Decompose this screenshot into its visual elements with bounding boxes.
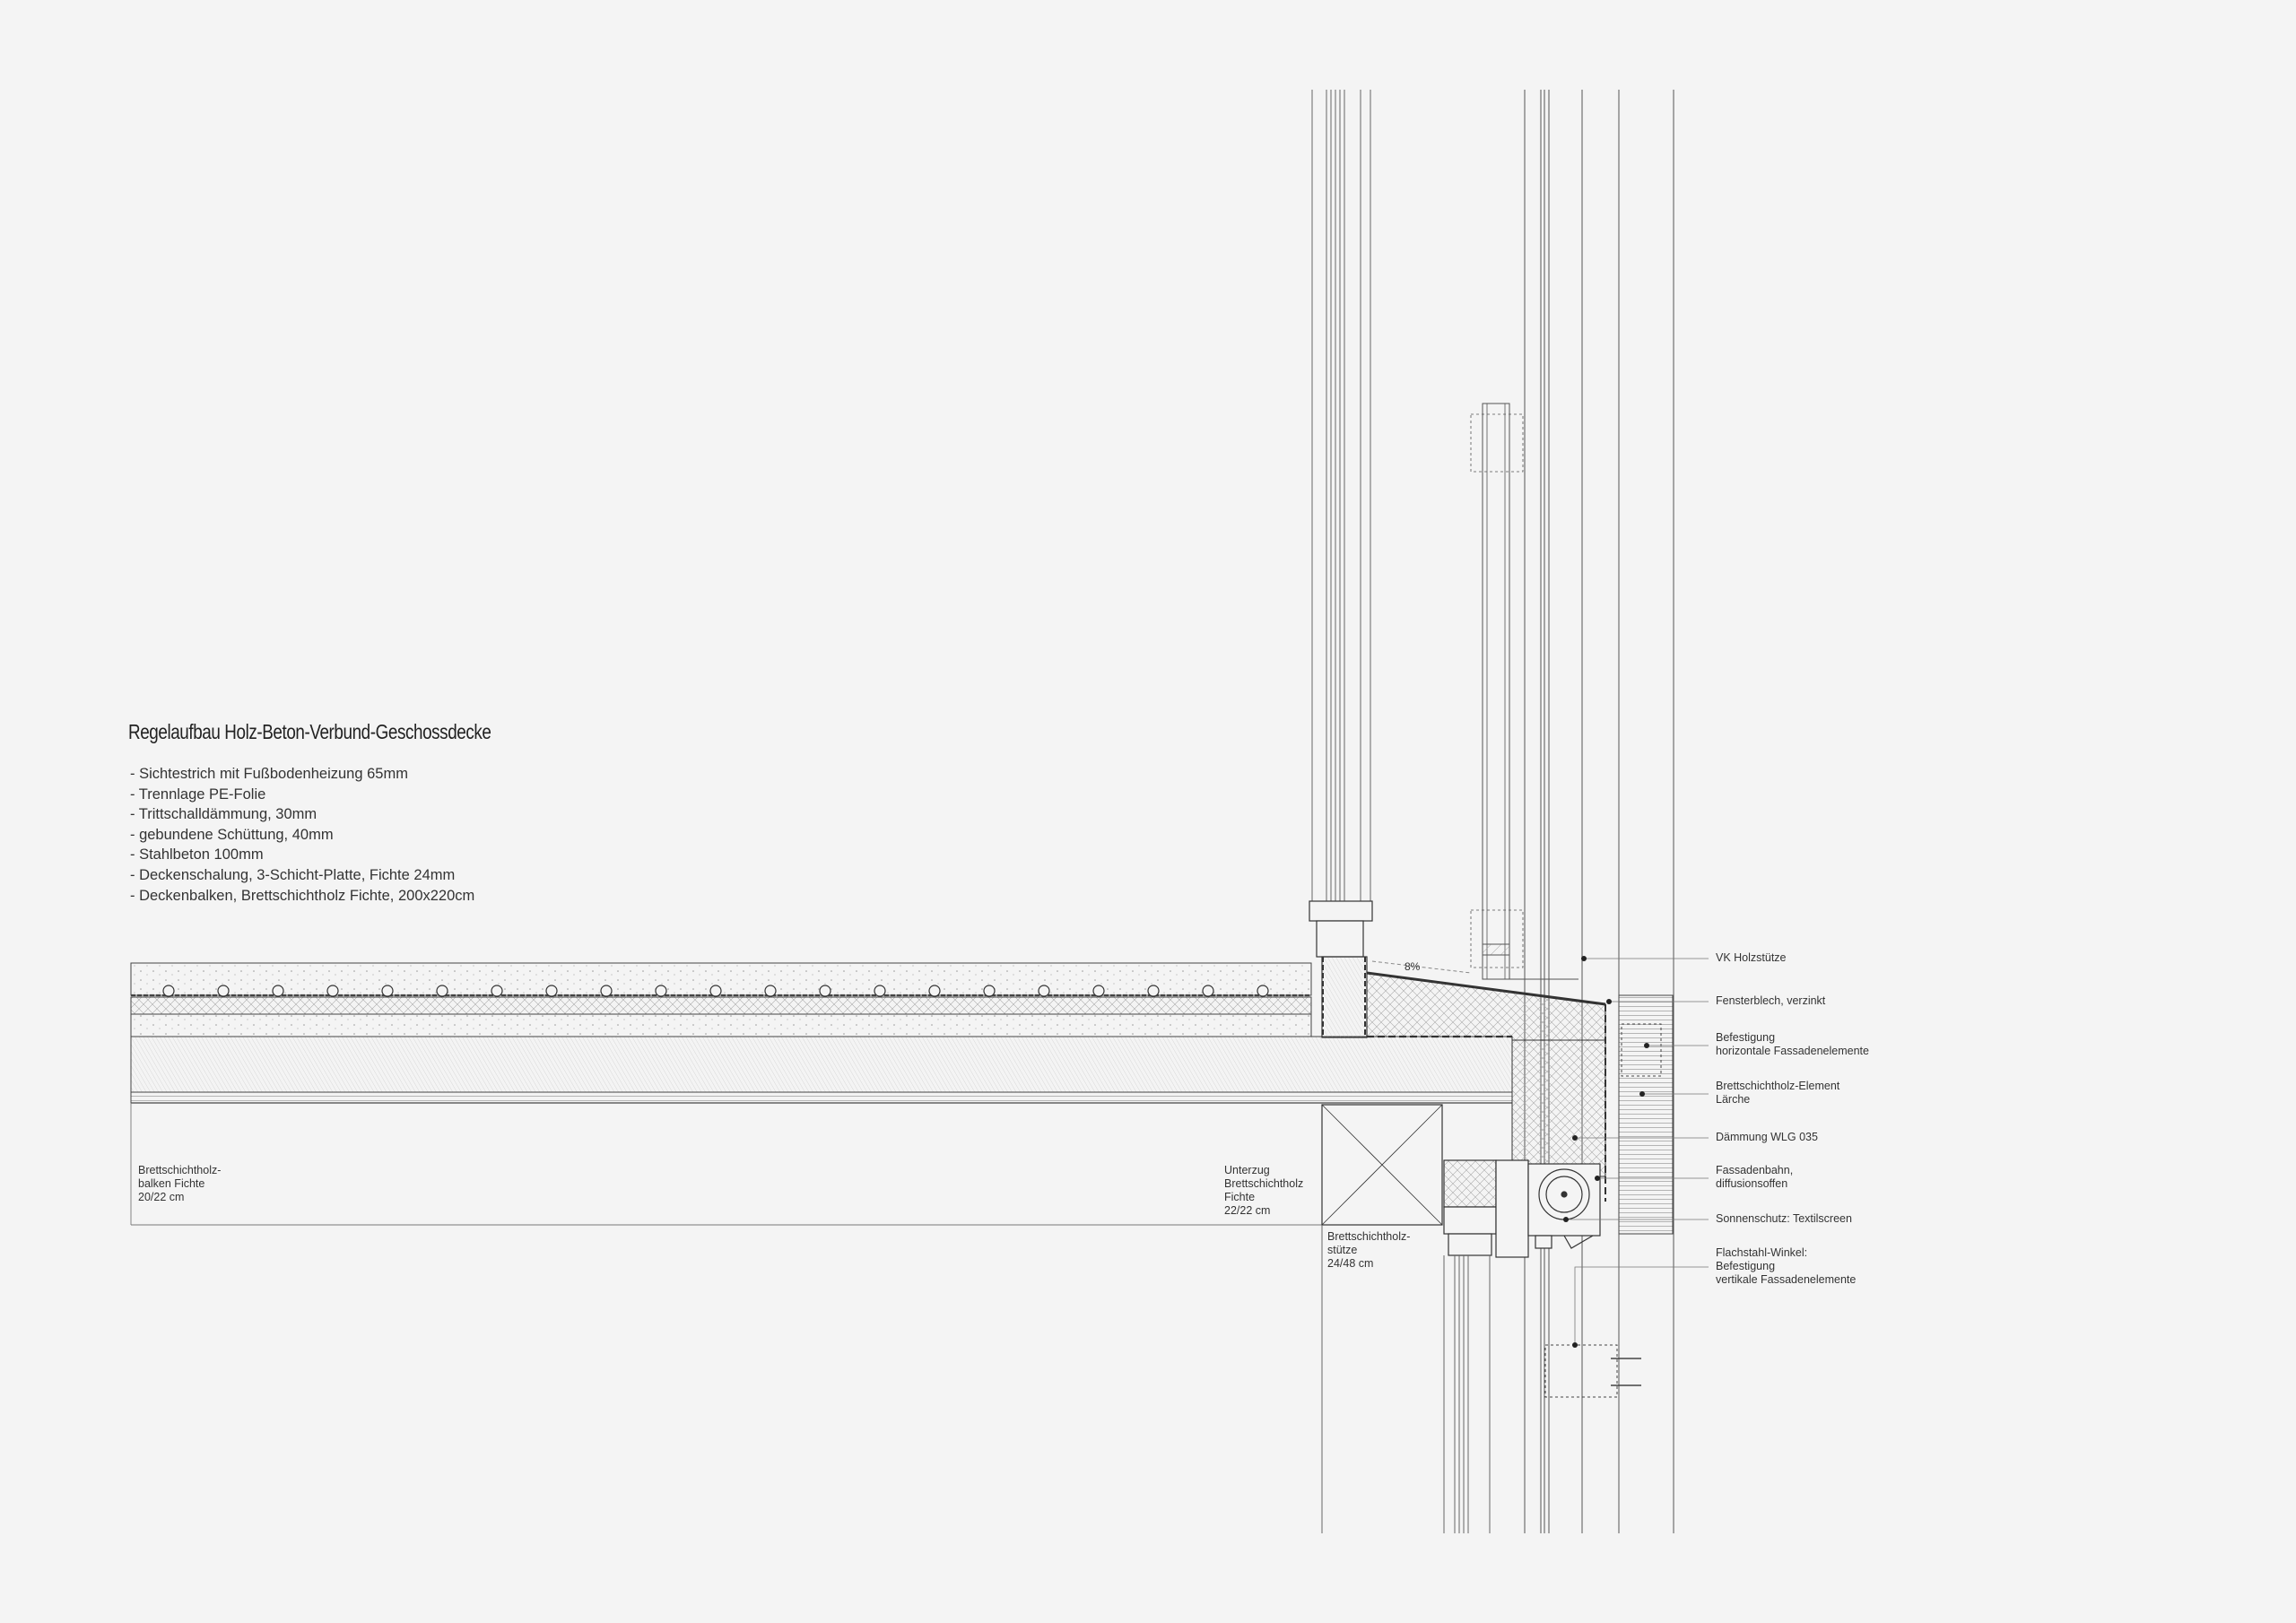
- beam-label-line: Brettschichtholz-: [138, 1164, 222, 1176]
- girder: [1321, 1104, 1443, 1226]
- callout-window-sill: Fensterblech, verzinkt: [1716, 994, 1825, 1008]
- callout-line: Sonnenschutz: Textilscreen: [1716, 1212, 1852, 1225]
- floor-beam: [130, 1103, 1322, 1226]
- upper-window-frame: [1311, 90, 1371, 901]
- layer-item: - Trittschalldämmung, 30mm: [130, 806, 317, 823]
- callout-facade-membrane: Fassadenbahn, diffusionsoffen: [1716, 1164, 1793, 1191]
- window-sill: [1309, 900, 1373, 1038]
- facade-lines: [1524, 90, 1674, 1533]
- layer-item: - Deckenschalung, 3-Schicht-Platte, Fich…: [130, 866, 456, 883]
- parapet: [1366, 960, 1606, 1202]
- callout-steel-angle: Flachstahl-Winkel: Befestigung vertikale…: [1716, 1246, 1856, 1287]
- beam-label-line: 20/22 cm: [138, 1191, 185, 1203]
- column-label-line: stütze: [1327, 1244, 1358, 1256]
- callout-glulam-element: Brettschichtholz-Element Lärche: [1716, 1080, 1839, 1107]
- callout-leaders: [1563, 956, 1709, 1348]
- layer-list: - Sichtestrich mit Fußbodenheizung 65mm …: [130, 764, 474, 906]
- layer-item: - Deckenbalken, Brettschichtholz Fichte,…: [130, 887, 475, 904]
- window-head: [1443, 1159, 1529, 1258]
- callout-line: VK Holzstütze: [1716, 951, 1787, 964]
- lower-column: [1321, 1225, 1491, 1533]
- callout-line: Flachstahl-Winkel:: [1716, 1246, 1808, 1259]
- column-label: Brettschichtholz- stütze 24/48 cm: [1327, 1230, 1410, 1271]
- upper-column: [1470, 403, 1578, 980]
- heating-pipes: [162, 985, 1269, 997]
- slope-label: 8%: [1405, 960, 1421, 973]
- beam-label: Brettschichtholz- balken Fichte 20/22 cm: [138, 1164, 221, 1204]
- callout-horizontal-fixing: Befestigung horizontale Fassadenelemente: [1716, 1031, 1869, 1058]
- girder-label-line: Brettschichtholz: [1224, 1177, 1304, 1190]
- column-label-line: Brettschichtholz-: [1327, 1230, 1411, 1243]
- callout-line: Befestigung: [1716, 1260, 1776, 1272]
- layer-item: - Sichtestrich mit Fußbodenheizung 65mm: [130, 766, 408, 782]
- facade-cladding: [1544, 994, 1674, 1398]
- callout-line: Dämmung WLG 035: [1716, 1131, 1818, 1143]
- callout-line: Befestigung: [1716, 1031, 1776, 1044]
- girder-label: Unterzug Brettschichtholz Fichte 22/22 c…: [1224, 1164, 1303, 1218]
- layer-item: - Stahlbeton 100mm: [130, 846, 264, 864]
- callout-line: Brettschichtholz-Element: [1716, 1080, 1840, 1092]
- layer-item: - gebundene Schüttung, 40mm: [130, 826, 334, 843]
- callout-vk-column: VK Holzstütze: [1716, 951, 1787, 965]
- callout-line: Fensterblech, verzinkt: [1716, 994, 1826, 1007]
- sunscreen-box: [1527, 1163, 1601, 1249]
- callout-line: Lärche: [1716, 1093, 1751, 1106]
- callout-line: vertikale Fassadenelemente: [1716, 1273, 1857, 1286]
- layer-item: - Trennlage PE-Folie: [130, 785, 266, 803]
- spec-title: Regelaufbau Holz-Beton-Verbund-Geschossd…: [128, 720, 491, 743]
- callout-line: diffusionsoffen: [1716, 1177, 1788, 1190]
- girder-label-line: 22/22 cm: [1224, 1204, 1271, 1217]
- callout-line: horizontale Fassadenelemente: [1716, 1045, 1869, 1057]
- girder-label-line: Unterzug: [1224, 1164, 1270, 1176]
- floor-slab: [130, 962, 1513, 1104]
- callout-line: Fassadenbahn,: [1716, 1164, 1794, 1176]
- callout-sunscreen: Sonnenschutz: Textilscreen: [1716, 1212, 1852, 1226]
- beam-label-line: balken Fichte: [138, 1177, 205, 1190]
- callout-insulation: Dämmung WLG 035: [1716, 1131, 1818, 1144]
- girder-label-line: Fichte: [1224, 1191, 1256, 1203]
- column-label-line: 24/48 cm: [1327, 1257, 1374, 1270]
